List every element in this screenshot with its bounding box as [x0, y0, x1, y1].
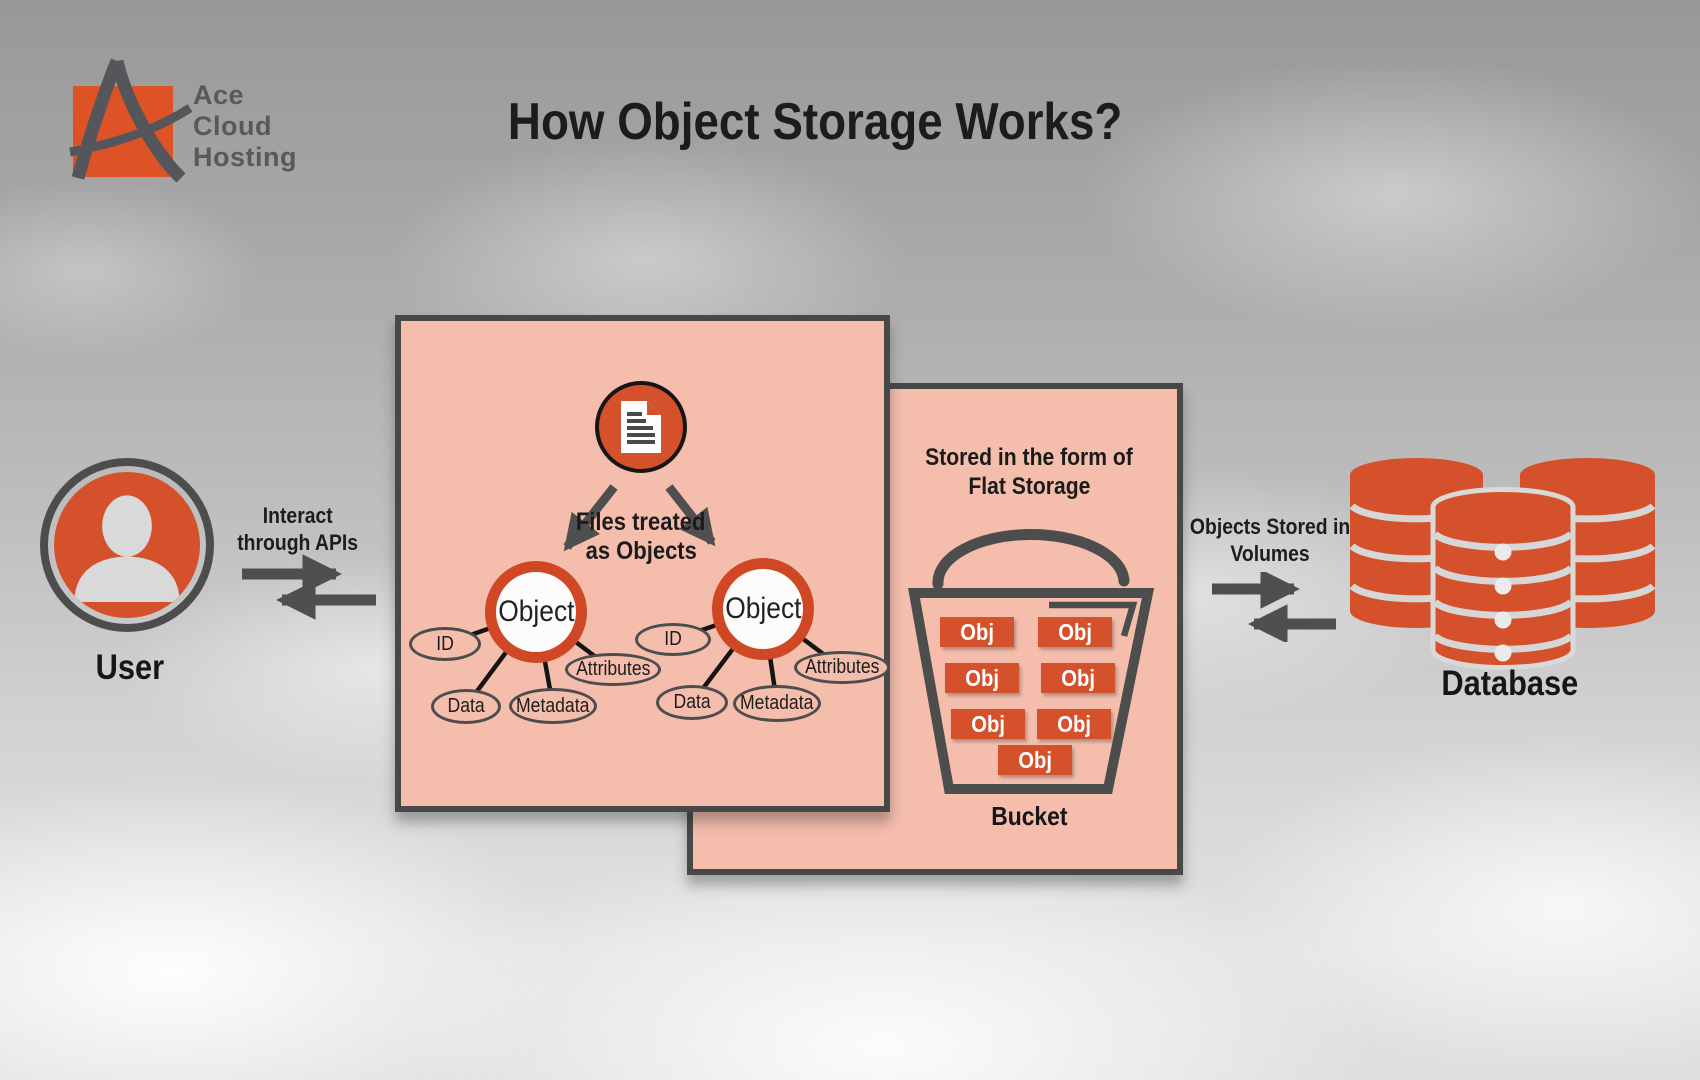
stored-object-chip: Obj — [1037, 709, 1111, 739]
object-id-ellipse: ID — [409, 627, 481, 661]
volumes-arrows — [1212, 572, 1336, 642]
db-stack-front — [1430, 487, 1576, 670]
objects-volumes-label: Objects Stored in Volumes — [1189, 514, 1351, 566]
interact-apis-label: Interact through APIs — [237, 503, 359, 555]
file-to-object-arrow — [665, 484, 716, 547]
brand-line: Cloud — [193, 111, 272, 141]
stored-object-chip: Obj — [1038, 617, 1112, 647]
interact-arrows — [242, 554, 376, 620]
document-icon — [621, 401, 661, 453]
file-to-object-arrow — [563, 484, 618, 552]
brand-name: Ace Cloud Hosting — [193, 80, 297, 173]
brand-line: Ace — [193, 80, 245, 110]
object-id-ellipse: ID — [635, 623, 711, 656]
user-label: User — [95, 648, 165, 687]
page-title: How Object Storage Works? — [507, 93, 1123, 151]
stored-object-chip: Obj — [998, 745, 1072, 775]
object-metadata-ellipse: Metadata — [509, 688, 597, 724]
object-attributes-ellipse: Attributes — [794, 651, 890, 684]
file-icon-circle — [595, 381, 687, 473]
brand-logo: Ace Cloud Hosting — [58, 46, 388, 196]
object-node: Object — [712, 558, 814, 660]
stored-object-chip: Obj — [951, 709, 1025, 739]
user-avatar-circle — [54, 472, 200, 618]
database-icon — [1349, 458, 1656, 670]
user-icon — [40, 458, 214, 632]
flat-storage-caption: Stored in the form of Flat Storage — [925, 444, 1133, 500]
bucket-icon — [908, 528, 1155, 794]
object-attributes-ellipse: Attributes — [565, 653, 661, 686]
files-as-objects-caption: Files treated as Objects — [576, 508, 706, 565]
person-icon — [74, 495, 180, 602]
database-label: Database — [1441, 664, 1579, 703]
brand-line: Hosting — [193, 142, 297, 172]
ace-logo-icon — [69, 58, 193, 183]
object-metadata-ellipse: Metadata — [733, 685, 821, 722]
stored-object-chip: Obj — [945, 663, 1019, 693]
stored-object-chip: Obj — [1041, 663, 1115, 693]
objects-panel: Files treated as Objects Object ID Data … — [395, 315, 890, 812]
stored-object-chip: Obj — [940, 617, 1014, 647]
bucket-label: Bucket — [990, 801, 1068, 831]
object-node: Object — [485, 561, 587, 663]
object-data-ellipse: Data — [656, 685, 728, 720]
object-data-ellipse: Data — [431, 689, 501, 724]
